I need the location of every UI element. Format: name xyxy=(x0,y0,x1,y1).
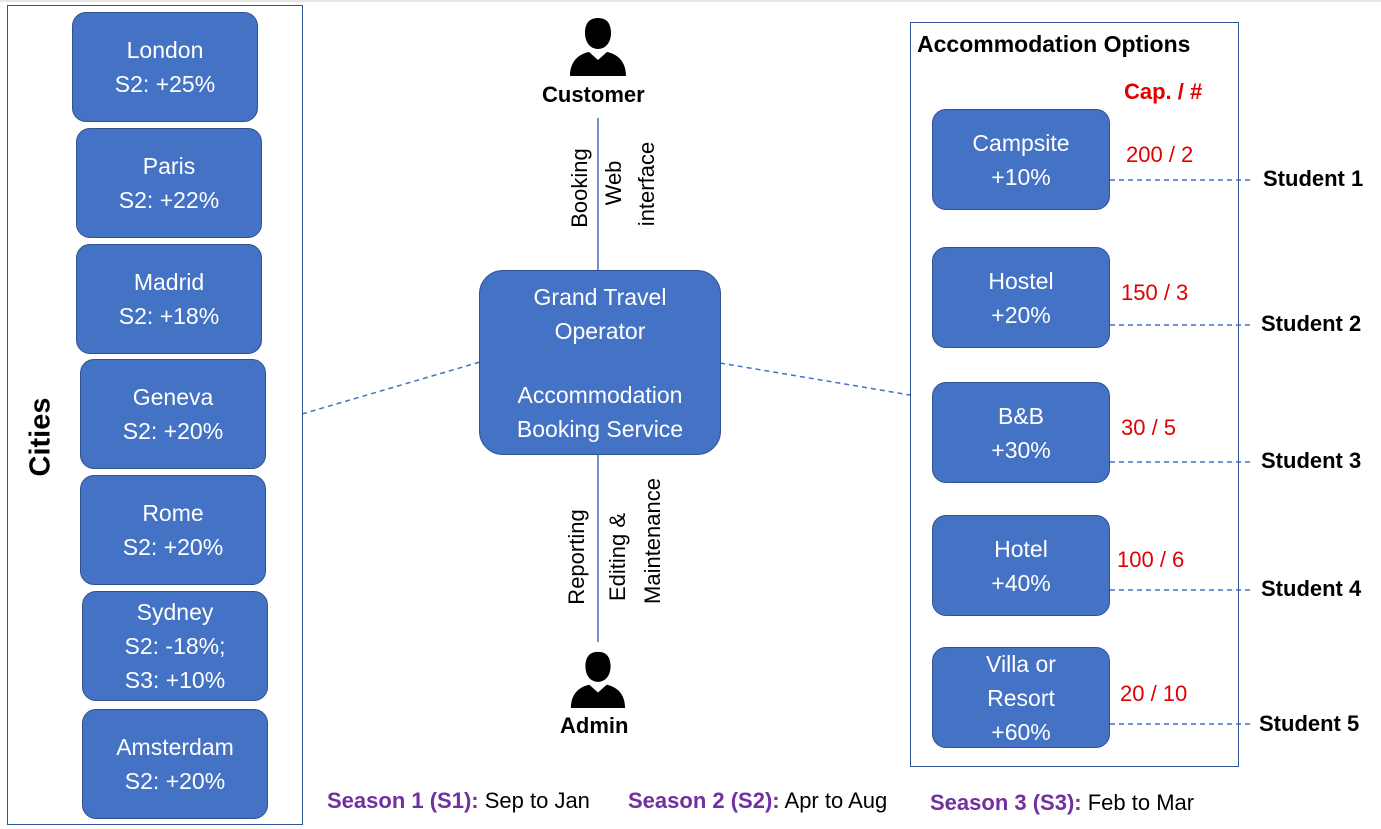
accommodation-box-bnb[interactable]: B&B +30% xyxy=(932,382,1110,483)
city-box-madrid[interactable]: Madrid S2: +18% xyxy=(76,244,262,354)
city-name: Rome xyxy=(142,500,204,526)
city-name: Madrid xyxy=(133,269,205,295)
web-interface-label-line1: Web xyxy=(601,160,626,206)
season-label: Season 2 (S2): xyxy=(628,788,780,813)
student-label: Student 1 xyxy=(1263,166,1364,191)
booking-label: Booking xyxy=(567,148,592,228)
cities-panel xyxy=(7,5,303,825)
city-box-amsterdam[interactable]: Amsterdam S2: +20% xyxy=(82,709,268,819)
city-box-paris[interactable]: Paris S2: +22% xyxy=(76,128,262,238)
city-info: S2: +22% xyxy=(118,187,220,213)
accommodation-name-line2: Resort xyxy=(987,684,1055,711)
capacity-header: Cap. / # xyxy=(1124,79,1203,104)
student-label: Student 4 xyxy=(1261,576,1362,601)
city-name: Amsterdam xyxy=(116,734,234,760)
city-box-sydney[interactable]: Sydney S2: -18%; S3: +10% xyxy=(82,591,268,701)
season-range: Feb to Mar xyxy=(1087,790,1195,815)
season-2-legend: Season 2 (S2): Apr to Aug xyxy=(628,788,887,814)
city-info: S2: +20% xyxy=(122,534,224,560)
editing-label-line1: Editing & xyxy=(605,512,630,602)
season-label: Season 3 (S3): xyxy=(930,790,1082,815)
service-title-line1: Grand Travel xyxy=(533,283,667,310)
accommodation-info: +60% xyxy=(991,718,1051,745)
accommodation-info: +20% xyxy=(991,301,1051,328)
city-name: Sydney xyxy=(136,599,214,625)
accommodation-box-villa-resort[interactable]: Villa or Resort +60% xyxy=(932,647,1110,748)
service-subtitle-line1: Accommodation xyxy=(517,381,683,408)
admin-label: Admin xyxy=(560,713,629,738)
city-box-rome[interactable]: Rome S2: +20% xyxy=(80,475,266,585)
accommodation-name: Campsite xyxy=(972,129,1070,156)
city-name: London xyxy=(126,37,204,63)
customer-person-icon xyxy=(570,18,626,76)
capacity-value: 200 / 2 xyxy=(1126,142,1194,167)
city-info: S2: +18% xyxy=(118,303,220,329)
editing-label-line2: Maintenance xyxy=(640,478,665,604)
accommodation-info: +30% xyxy=(991,436,1051,463)
accommodation-box-hostel[interactable]: Hostel +20% xyxy=(932,247,1110,348)
season-1-legend: Season 1 (S1): Sep to Jan xyxy=(327,788,590,814)
accommodation-panel xyxy=(910,22,1239,767)
service-subtitle-line2: Booking Service xyxy=(516,415,684,442)
city-name: Geneva xyxy=(132,384,214,410)
student-label: Student 2 xyxy=(1261,311,1362,336)
reporting-label: Reporting xyxy=(564,509,589,605)
accommodation-box-campsite[interactable]: Campsite +10% xyxy=(932,109,1110,210)
capacity-value: 20 / 10 xyxy=(1120,681,1188,706)
city-box-london[interactable]: London S2: +25% xyxy=(72,12,258,122)
accommodation-connector xyxy=(719,362,911,396)
student-label: Student 5 xyxy=(1259,711,1360,736)
accommodation-name: Hostel xyxy=(988,267,1054,294)
accommodation-title: Accommodation Options xyxy=(917,31,1191,57)
city-info: S2: +20% xyxy=(124,768,226,794)
city-info-secondary: S3: +10% xyxy=(124,667,226,693)
cities-connector xyxy=(301,361,481,415)
student-label: Student 3 xyxy=(1261,448,1362,473)
top-border xyxy=(0,0,1381,2)
season-range: Sep to Jan xyxy=(484,788,590,813)
accommodation-name: Villa or xyxy=(986,650,1056,677)
city-info: S2: +25% xyxy=(114,71,216,97)
city-box-geneva[interactable]: Geneva S2: +20% xyxy=(80,359,266,469)
capacity-value: 100 / 6 xyxy=(1117,547,1185,572)
season-3-legend: Season 3 (S3): Feb to Mar xyxy=(930,790,1194,816)
accommodation-box-hotel[interactable]: Hotel +40% xyxy=(932,515,1110,616)
customer-label: Customer xyxy=(542,82,645,107)
accommodation-name: B&B xyxy=(997,402,1045,429)
service-title-line2: Operator xyxy=(554,317,646,344)
web-interface-label-line2: interface xyxy=(634,141,659,227)
city-info: S2: -18%; xyxy=(124,633,226,659)
accommodation-name: Hotel xyxy=(994,535,1048,562)
capacity-value: 30 / 5 xyxy=(1121,415,1177,440)
season-range: Apr to Aug xyxy=(784,788,888,813)
admin-person-icon xyxy=(570,651,626,708)
capacity-value: 150 / 3 xyxy=(1121,280,1189,305)
accommodation-info: +40% xyxy=(991,569,1051,596)
city-name: Paris xyxy=(142,153,196,179)
cities-label: Cities xyxy=(24,397,57,477)
accommodation-info: +10% xyxy=(991,163,1051,190)
booking-service-box[interactable]: Grand Travel Operator Accommodation Book… xyxy=(479,270,721,455)
city-info: S2: +20% xyxy=(122,418,224,444)
season-label: Season 1 (S1): xyxy=(327,788,479,813)
